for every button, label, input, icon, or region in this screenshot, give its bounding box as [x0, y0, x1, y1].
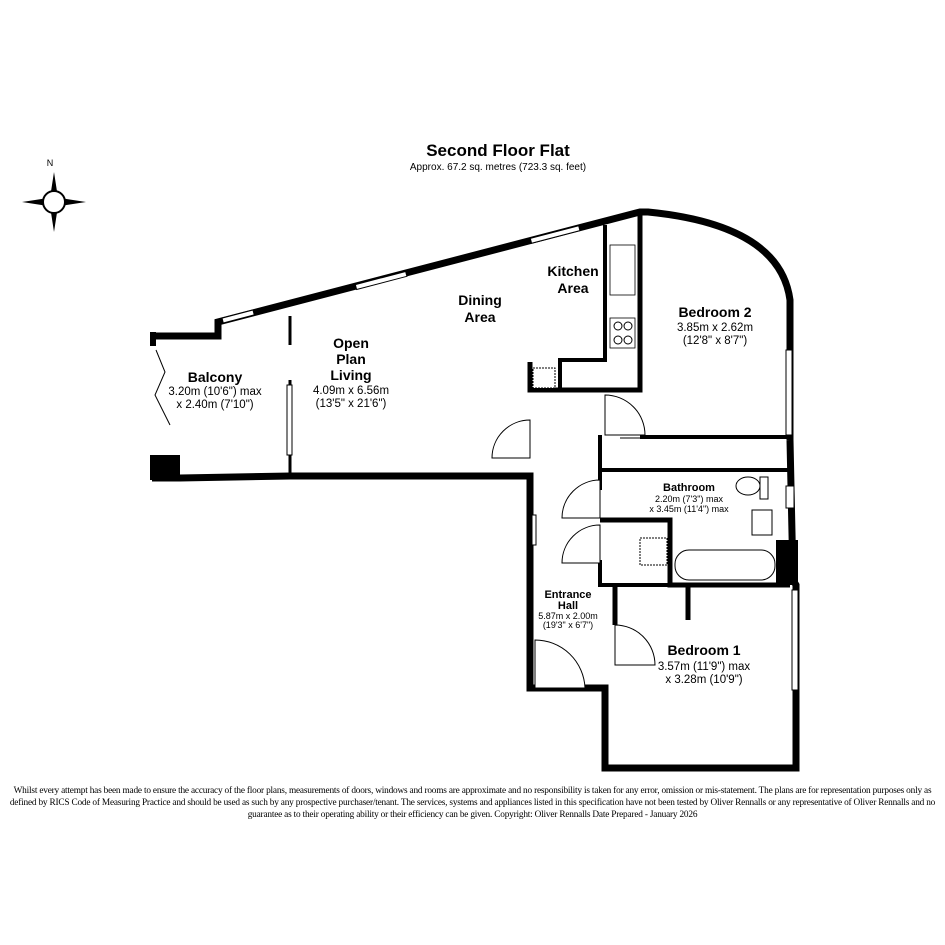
room-name: Bathroom [663, 482, 715, 494]
bath-icon [674, 549, 776, 581]
room-name: Entrance [544, 589, 591, 601]
room-bedroom-1: Bedroom 1 3.57m (11'9") max x 3.28m (10'… [658, 642, 751, 686]
room-dimension: (13'5" x 21'6") [316, 398, 387, 410]
room-entrance-hall: Entrance Hall 5.87m x 2.00m (19'3" x 6'7… [538, 589, 598, 630]
room-dimension: 3.85m x 2.62m [677, 322, 753, 334]
room-name: Kitchen [547, 263, 598, 279]
room-bedroom-2: Bedroom 2 3.85m x 2.62m (12'8" x 8'7") [677, 304, 753, 347]
walls [150, 208, 800, 772]
room-name: Open [333, 335, 369, 351]
room-name: Bedroom 2 [678, 304, 751, 320]
room-name: Area [464, 309, 495, 325]
room-dimension: 3.20m (10'6") max [168, 386, 261, 398]
fixtures [532, 244, 776, 581]
room-dimension: 5.87m x 2.00m [538, 611, 598, 621]
room-dimension: 3.57m (11'9") max [658, 661, 751, 673]
compass-icon: N [22, 158, 86, 232]
room-living: Open Plan Living 4.09m x 6.56m (13'5" x … [313, 335, 389, 410]
doors [154, 349, 780, 689]
plan-area: Approx. 67.2 sq. metres (723.3 sq. feet) [410, 162, 586, 173]
room-dimension: x 3.45m (11'4") max [649, 504, 729, 514]
plan-title: Second Floor Flat [426, 141, 570, 160]
room-dimension: (12'8" x 8'7") [683, 335, 748, 347]
room-name: Plan [336, 351, 366, 367]
disclaimer: Whilst every attempt has been made to en… [9, 786, 936, 820]
room-dimension: x 3.28m (10'9") [665, 674, 742, 686]
toilet-icon [735, 476, 761, 496]
basin-icon [751, 509, 773, 536]
room-name: Dining [458, 292, 502, 308]
room-name: Bedroom 1 [667, 642, 740, 658]
cupboard-icon [532, 367, 556, 389]
compass-north-label: N [47, 158, 54, 168]
room-dining: Dining Area [458, 292, 502, 325]
room-bathroom: Bathroom 2.20m (7'3") max x 3.45m (11'4"… [649, 482, 729, 514]
room-name: Area [557, 280, 588, 296]
windows [221, 225, 799, 691]
room-dimension: (19'3" x 6'7") [543, 620, 593, 630]
room-dimension: 2.20m (7'3") max [655, 494, 723, 504]
room-dimension: x 2.40m (7'10") [176, 399, 253, 411]
room-name: Hall [558, 600, 578, 612]
room-balcony: Balcony 3.20m (10'6") max x 2.40m (7'10"… [168, 369, 261, 411]
room-kitchen: Kitchen Area [547, 263, 598, 296]
room-dimension: 4.09m x 6.56m [313, 385, 389, 397]
room-name: Living [330, 367, 371, 383]
room-name: Balcony [188, 369, 243, 385]
hob-icon [609, 317, 636, 349]
shower-icon [639, 537, 668, 566]
sink-icon [609, 244, 636, 296]
